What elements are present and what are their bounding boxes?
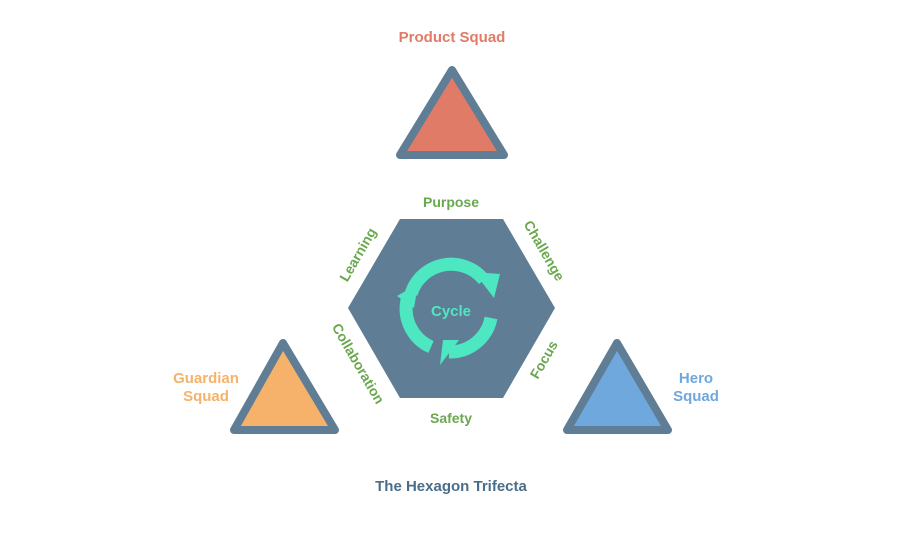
side-label-safety: Safety xyxy=(430,410,472,426)
hexagon xyxy=(348,219,555,398)
hero-squad-label-line2: Squad xyxy=(673,388,719,405)
cycle-arrowheads xyxy=(397,272,500,365)
hero-squad-triangle xyxy=(563,339,672,434)
product-squad-label: Product Squad xyxy=(399,29,506,46)
cycle-label: Cycle xyxy=(431,303,471,320)
guardian-squad-label-line2: Squad xyxy=(183,388,229,405)
hero-squad-label-line1: Hero xyxy=(679,370,713,387)
guardian-squad-triangle xyxy=(230,339,339,434)
product-squad-triangle xyxy=(396,66,508,159)
side-label-purpose: Purpose xyxy=(423,194,479,210)
diagram-title: The Hexagon Trifecta xyxy=(375,478,527,495)
cycle-arrows-icon xyxy=(399,257,498,359)
guardian-squad-label-line1: Guardian xyxy=(173,370,239,387)
